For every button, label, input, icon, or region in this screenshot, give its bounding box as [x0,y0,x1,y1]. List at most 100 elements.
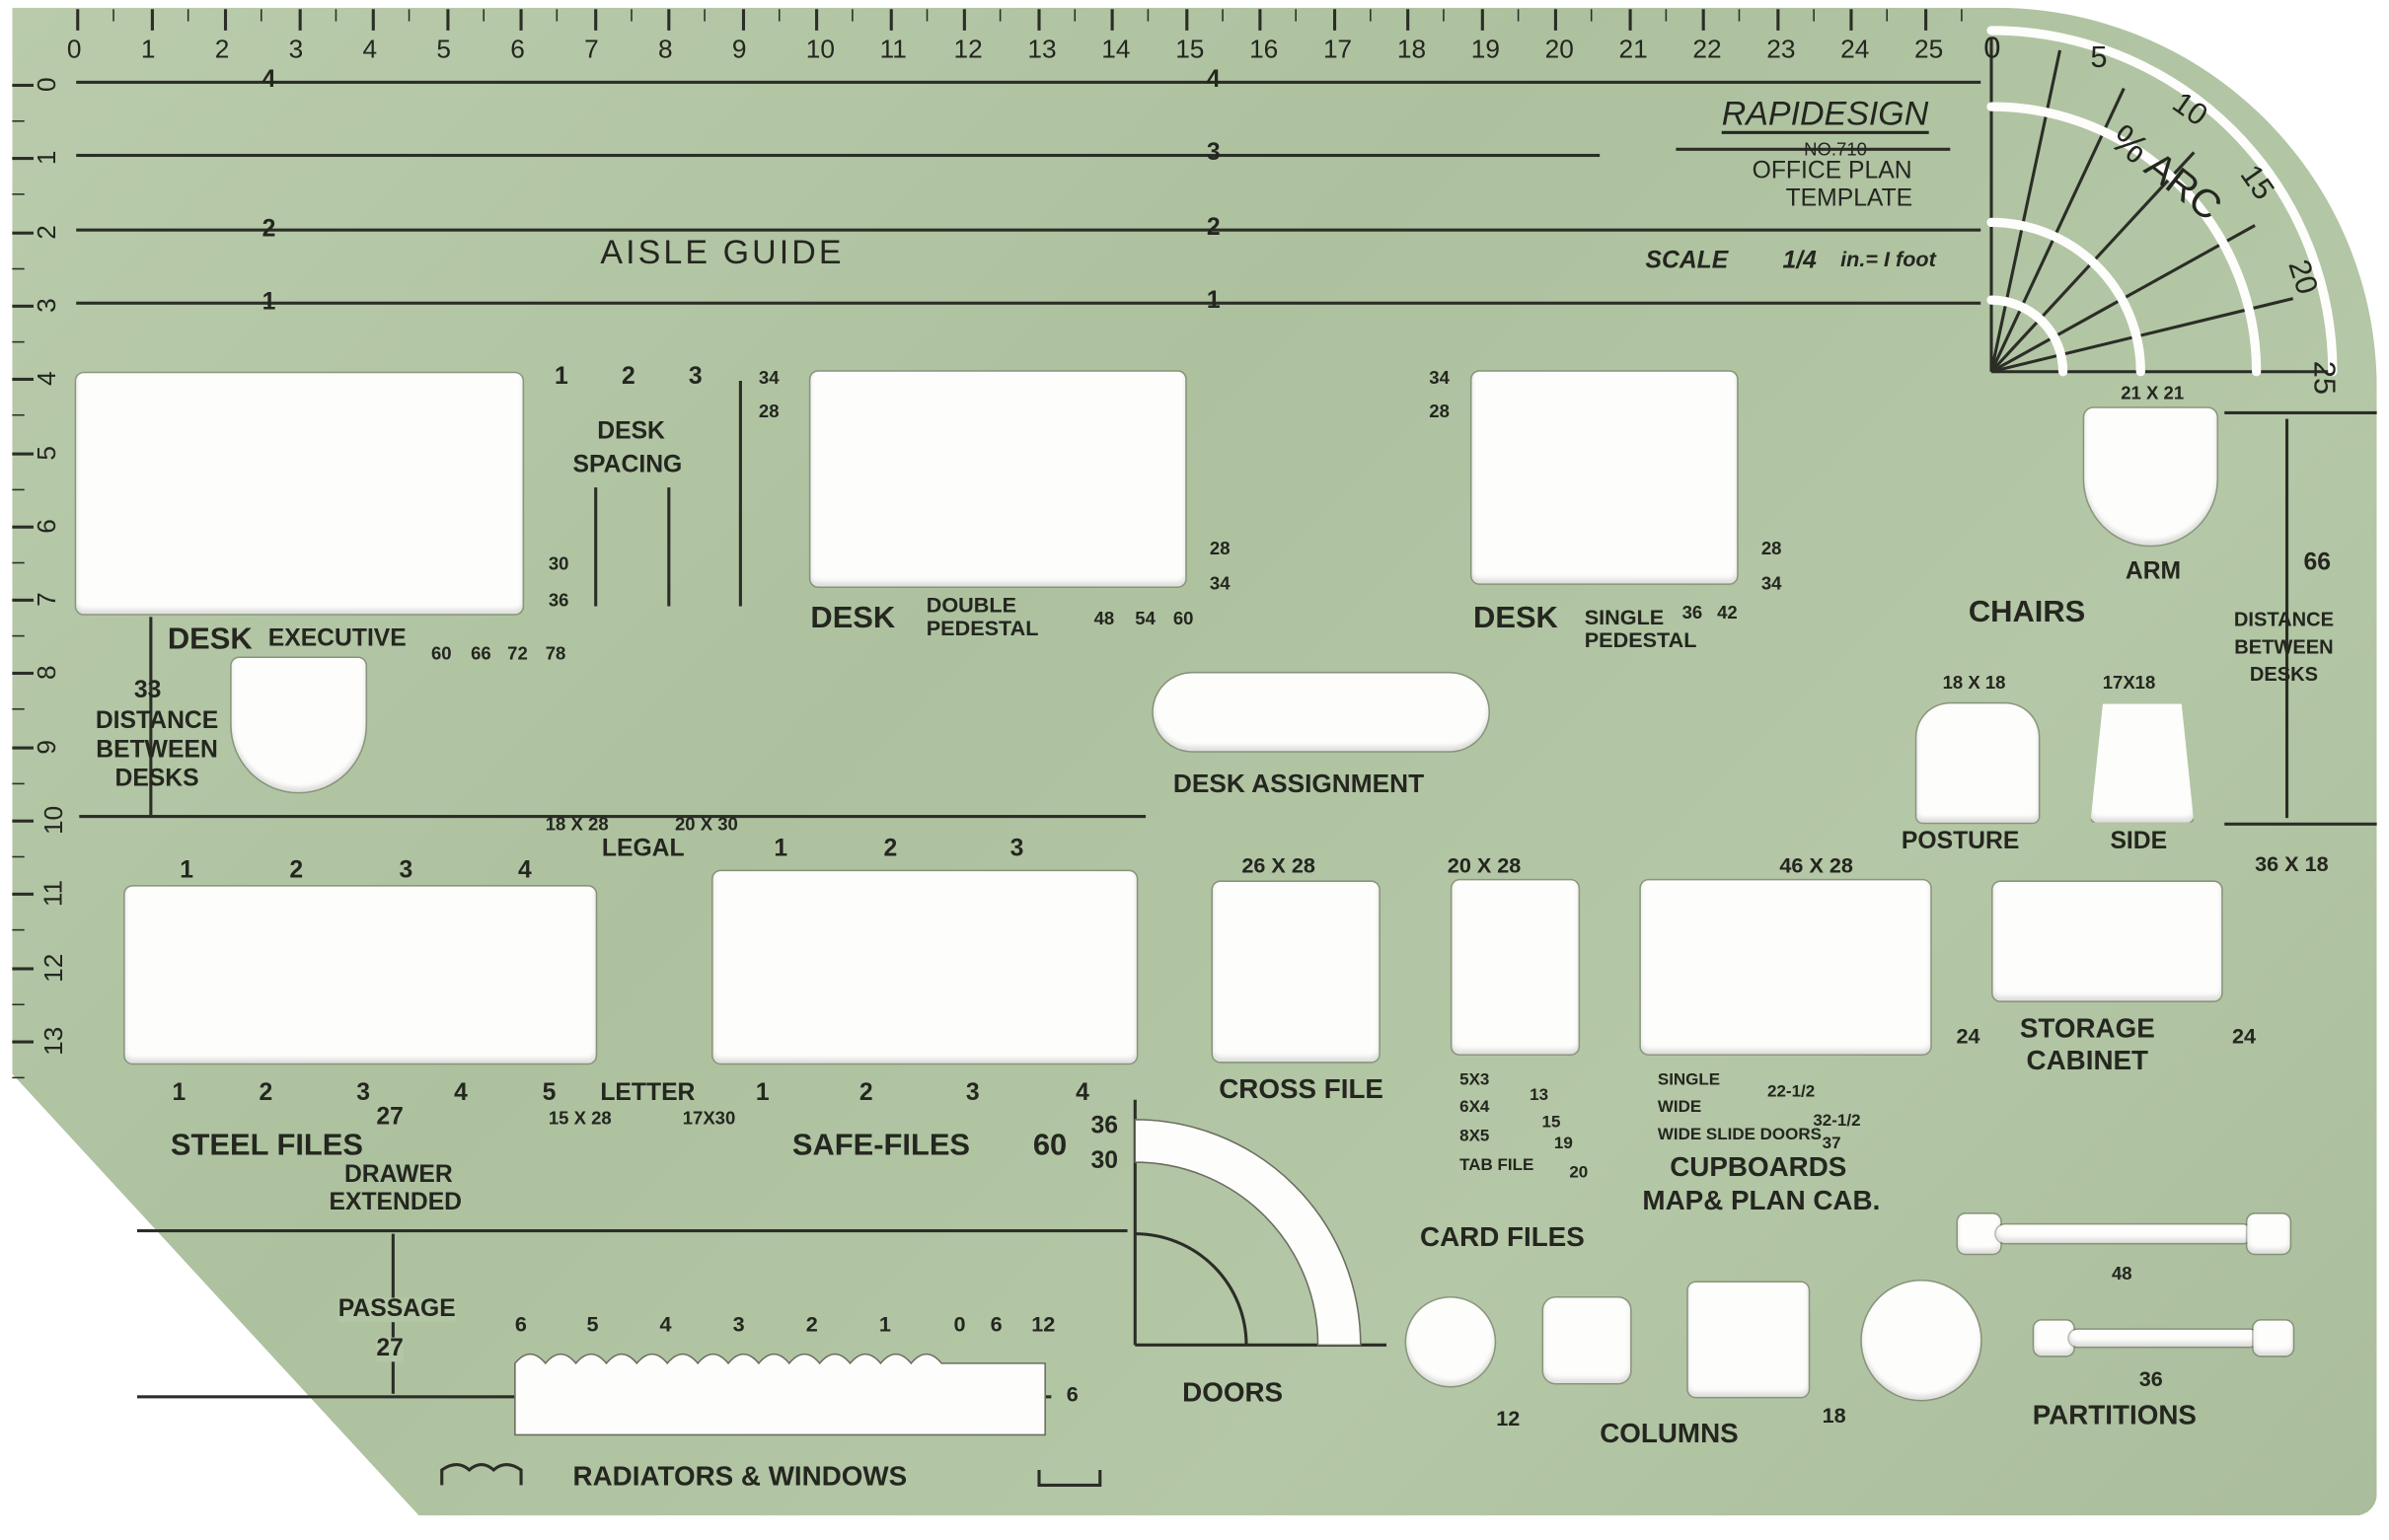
storage-label: CABINET [2026,1045,2149,1076]
partitions-label: PARTITIONS [2032,1399,2197,1430]
radiator-scale-number: 6 [990,1311,1003,1337]
chair-cutout[interactable] [231,658,366,792]
desk-sub: EXECUTIVE [267,625,407,652]
card-file-cutout[interactable] [1452,880,1579,1055]
scale-unit: in.= I foot [1840,247,1936,271]
ruler-tick [741,9,745,31]
square-column-small-cutout[interactable] [1543,1297,1631,1383]
cupboard-cutout[interactable] [1640,880,1931,1055]
storage-dim: 24 [1956,1023,1980,1049]
ruler-top-number: 25 [1914,35,1944,64]
ruler-left-number: 5 [32,445,62,460]
safe-files-label: SAFE-FILES [791,1129,971,1163]
aisle-line-2 [76,228,1981,232]
ruler-left-number: 10 [39,805,69,836]
ruler-tick [297,9,301,31]
card-file-dim: 20 [1569,1163,1589,1183]
ruler-tick [1517,9,1519,22]
file-number: 2 [289,857,304,884]
file-number: 3 [399,857,413,884]
ruler-tick [1184,9,1188,31]
executive-desk-cutout[interactable] [76,373,523,615]
ruler-top-number: 0 [66,35,82,64]
partition-36-cutout[interactable] [2068,1329,2259,1347]
aisle-mark: 1 [261,289,276,316]
ruler-tick [12,1002,25,1005]
desk-spacing-label: SPACING [572,452,683,478]
ruler-tick [12,1076,25,1078]
file-number: 2 [859,1079,873,1106]
square-column-large-cutout[interactable] [1687,1283,1809,1397]
ruler-tick [12,708,25,711]
letter-label: LETTER [600,1079,696,1106]
aisle-line-4 [76,80,1981,84]
ruler-tick [778,9,780,22]
ruler-top-number: 3 [288,35,304,64]
side-chair-cutout[interactable] [2090,703,2195,823]
steel-file-cutout[interactable] [124,886,596,1063]
passage-line [136,1229,1128,1233]
aisle-mark: 4 [1206,66,1221,94]
ruler-tick [1443,9,1445,22]
logo-line [1676,147,1951,151]
safe-file-cutout[interactable] [712,871,1137,1063]
ruler-tick [1960,9,1962,22]
radiator-scale-number: 3 [732,1311,745,1337]
distance-arrow [2285,418,2289,819]
columns-label: COLUMNS [1600,1418,1739,1449]
round-column-large-cutout[interactable] [1861,1281,1981,1400]
radiator-dim: 6 [1066,1381,1079,1407]
ruler-tick [1738,9,1741,22]
file-number: 3 [1009,836,1024,862]
file-number: 4 [517,857,532,884]
ruler-top-number: 7 [584,35,599,64]
doors-label: DOORS [1182,1376,1284,1408]
file-number: 4 [1076,1079,1089,1106]
file-number: 3 [965,1079,980,1106]
safe-files-value: 60 [1032,1129,1068,1163]
scale-label: 36 [1681,601,1703,623]
distance-label: DESKS [2249,662,2319,686]
ruler-tick [187,9,188,22]
ruler-tick [12,451,34,455]
round-column-small-cutout[interactable] [1406,1297,1495,1387]
cupboard-size: 46 X 28 [1779,852,1853,878]
ruler-top-number: 21 [1618,35,1648,64]
aisle-mark: 3 [1206,140,1221,167]
posture-chair-cutout[interactable] [1916,703,2039,823]
card-files-label: CARD FILES [1420,1221,1585,1253]
aisle-line-3 [76,153,1601,158]
drawer-value: 27 [376,1104,404,1131]
rapidesign-logo: RAPIDESIGN [1721,94,1929,134]
scale-label: SCALE [1645,248,1729,274]
partition-48-cutout[interactable] [1995,1224,2253,1243]
ruler-tick [1479,9,1484,31]
single-pedestal-desk-cutout[interactable] [1471,371,1738,584]
storage-cabinet-cutout[interactable] [1992,881,2222,1001]
cupboard-dim: 37 [1822,1135,1841,1153]
scale-label: 60 [1172,608,1194,629]
cross-file-cutout[interactable] [1213,881,1380,1063]
legal-label: LEGAL [601,836,685,862]
ruler-tick [12,893,34,897]
ruler-top-number: 18 [1396,35,1427,64]
desk-label: DESK [810,601,896,635]
ruler-top-number: 13 [1027,35,1057,64]
ruler-tick [1664,9,1667,22]
desk-assignment-cutout[interactable] [1153,673,1489,752]
radiators-windows-label: RADIATORS & WINDOWS [572,1460,908,1492]
file-bracket-line [79,815,1147,819]
aisle-mark: 1 [1206,287,1221,315]
ruler-left-number: 3 [32,298,62,313]
scale-label: 28 [1429,401,1450,422]
cross-file-label: CROSS FILE [1219,1073,1383,1105]
arm-chair-cutout[interactable] [2084,407,2217,546]
passage-label: PASSAGE [337,1295,456,1323]
ruler-tick [408,9,411,22]
ruler-tick [12,929,25,931]
ruler-tick [112,9,114,22]
double-pedestal-desk-cutout[interactable] [810,371,1186,587]
distance-label: DISTANCE [2233,608,2334,631]
